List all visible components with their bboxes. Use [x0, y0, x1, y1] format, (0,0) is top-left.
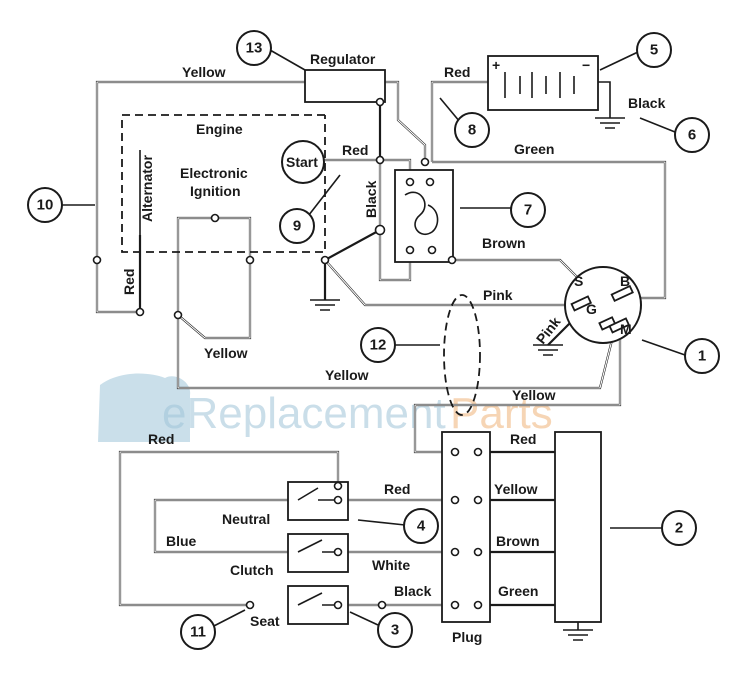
- control-module: [554, 431, 602, 623]
- term-b-label: B: [620, 273, 630, 289]
- callout-12: 12: [360, 327, 396, 363]
- wire-brown-plug: Brown: [496, 533, 540, 549]
- regulator-label: Regulator: [310, 51, 376, 67]
- callouts: 13 5 6 8 9 7 10 12 1 4 2 3 11: [27, 30, 720, 650]
- wire-yellow-ign: Yellow: [204, 345, 248, 361]
- engine-label: Engine: [196, 121, 243, 137]
- wire-pink: Pink: [483, 287, 513, 303]
- wire-red-alt: Red: [121, 269, 137, 295]
- regulator-box: [304, 69, 386, 103]
- plug-label: Plug: [452, 629, 482, 645]
- svg-text:10: 10: [37, 197, 54, 214]
- svg-text:4: 4: [417, 518, 426, 535]
- svg-text:12: 12: [370, 337, 387, 354]
- svg-text:9: 9: [293, 218, 301, 235]
- wire-bundle-ellipse: [443, 294, 481, 416]
- wire-red-battery: Red: [444, 64, 470, 80]
- callout-9: 9: [279, 208, 315, 244]
- term-g-label: G: [586, 301, 597, 317]
- wire-black-seat: Black: [394, 583, 432, 599]
- battery-plus: +: [492, 57, 500, 73]
- battery: + −: [487, 55, 599, 111]
- neutral-label: Neutral: [222, 511, 270, 527]
- callout-10: 10: [27, 187, 63, 223]
- callout-2: 2: [661, 510, 697, 546]
- callout-1: 1: [684, 338, 720, 374]
- wire-yellow-plug: Yellow: [494, 481, 538, 497]
- wire-black-vert: Black: [363, 180, 379, 218]
- svg-text:5: 5: [650, 42, 658, 59]
- svg-text:6: 6: [688, 127, 696, 144]
- callout-6: 6: [674, 117, 710, 153]
- wire-white: White: [372, 557, 410, 573]
- wire-yellow-m: Yellow: [512, 387, 556, 403]
- term-m-label: M: [620, 321, 632, 337]
- callout-4: 4: [403, 508, 439, 544]
- wire-yellow-top: Yellow: [182, 64, 226, 80]
- callout-leaders: [60, 49, 686, 629]
- wire-red-plug: Red: [510, 431, 536, 447]
- svg-text:3: 3: [391, 622, 399, 639]
- watermark-text-a: eReplacement: [162, 389, 446, 438]
- svg-text:2: 2: [675, 520, 683, 537]
- clutch-label: Clutch: [230, 562, 274, 578]
- svg-text:1: 1: [698, 348, 706, 365]
- terminal-dots: [92, 97, 483, 610]
- component-labels: Regulator Engine Alternator Electronic I…: [139, 51, 632, 645]
- wire-brown-switch: Brown: [482, 235, 526, 251]
- svg-text:11: 11: [190, 624, 206, 641]
- alternator-label: Alternator: [139, 155, 155, 222]
- wire-yellow-mid: Yellow: [325, 367, 369, 383]
- wire-pink-ground: Pink: [533, 314, 564, 347]
- wire-black-battery: Black: [628, 95, 666, 111]
- ignition-label: Ignition: [190, 183, 241, 199]
- watermark-text-b: Parts: [450, 389, 553, 438]
- wires: [95, 80, 667, 641]
- wire-green-plug: Green: [498, 583, 538, 599]
- wire-labels: Yellow Red Black Red Green Black Brown P…: [121, 64, 666, 599]
- solenoid-relay: [394, 169, 454, 263]
- start-label: Start: [286, 154, 318, 170]
- electronic-label: Electronic: [180, 165, 248, 181]
- plug-connector: [441, 431, 491, 623]
- wire-red-neutral: Red: [384, 481, 410, 497]
- callout-11: 11: [180, 614, 216, 650]
- callout-13: 13: [236, 30, 272, 66]
- term-s-label: S: [574, 273, 583, 289]
- callout-3: 3: [377, 612, 413, 648]
- key-switch: [564, 266, 642, 344]
- start-button-circle: [281, 140, 325, 184]
- engine-boundary: [121, 114, 326, 253]
- callout-7: 7: [510, 192, 546, 228]
- wire-red-left: Red: [148, 431, 174, 447]
- callout-5: 5: [636, 32, 672, 68]
- svg-text:7: 7: [524, 202, 532, 219]
- seat-label: Seat: [250, 613, 280, 629]
- svg-text:8: 8: [468, 122, 476, 139]
- callout-8: 8: [454, 112, 490, 148]
- battery-minus: −: [582, 57, 590, 73]
- wire-blue: Blue: [166, 533, 197, 549]
- wire-green: Green: [514, 141, 554, 157]
- svg-text:13: 13: [246, 40, 263, 57]
- watermark: eReplacement Parts: [98, 373, 553, 442]
- wire-red-start: Red: [342, 142, 368, 158]
